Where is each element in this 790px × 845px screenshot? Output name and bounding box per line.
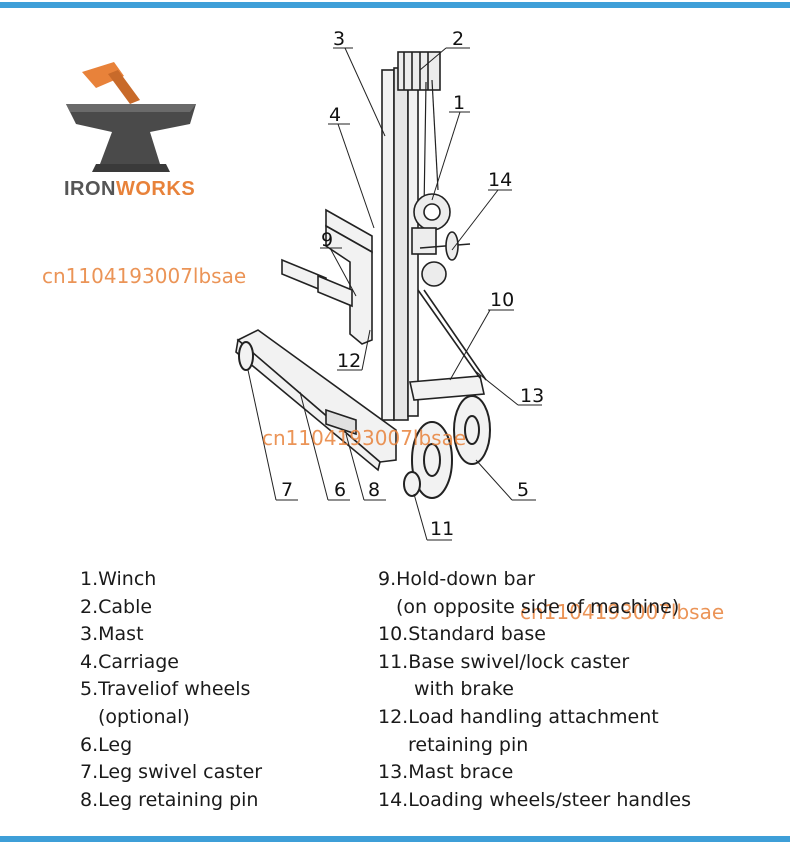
callout-14: 14 [488, 169, 512, 191]
callout-12: 12 [337, 350, 361, 372]
legend-item: 13.Mast brace [378, 761, 514, 784]
logo-text-iron: IRON [64, 178, 116, 200]
top-accent-bar [0, 2, 790, 8]
callout-13: 13 [520, 385, 544, 407]
ironworks-logo-icon [66, 62, 196, 172]
legend-item: 6.Leg [80, 733, 133, 756]
legend-item: 4.Carriage [80, 650, 179, 673]
callout-2: 2 [452, 28, 464, 50]
bottom-accent-bar [0, 836, 790, 842]
legend-item: 14.Loading wheels/steer handles [378, 788, 691, 811]
callout-3: 3 [333, 28, 345, 50]
logo-text-works: WORKS [116, 178, 196, 200]
legend-item: 11.Base swivel/lock caster [378, 650, 630, 673]
callout-7: 7 [281, 479, 293, 501]
legs [235, 329, 397, 472]
cable [423, 79, 439, 211]
wheels [238, 341, 491, 499]
legend-item: with brake [414, 678, 514, 701]
watermark: cn1104193007lbsae [520, 600, 725, 624]
legend-item: 12.Load handling attachment [378, 705, 659, 728]
callout-9: 9 [321, 229, 333, 251]
legend-item: (optional) [98, 705, 190, 728]
legend-item: 10.Standard base [378, 623, 546, 646]
winch [411, 193, 451, 255]
legend-right: 9.Hold-down bar (on opposite side of mac… [378, 566, 691, 814]
legend-item: 8.Leg retaining pin [80, 788, 259, 811]
legend-item: 2.Cable [80, 595, 153, 618]
callout-8: 8 [368, 479, 380, 501]
legend-left: 1.Winch 2.Cable 3.Mast 4.Carriage 5.Trav… [80, 566, 262, 814]
legend-item: 9.Hold-down bar [378, 568, 536, 590]
callout-4: 4 [329, 104, 341, 126]
callout-10: 10 [490, 289, 514, 311]
carriage [281, 208, 373, 345]
legend-item: 1.Winch [80, 568, 157, 590]
steer-handle [419, 231, 471, 287]
legend-item: (on opposite side of machine) [396, 595, 680, 618]
callout-11: 11 [430, 518, 454, 540]
legend-item: 3.Mast [80, 623, 144, 646]
legend-item: retaining pin [408, 733, 529, 756]
logo-wordmark: IRONWORKS [64, 178, 195, 201]
callout-5: 5 [517, 479, 529, 501]
leader-lines [247, 47, 542, 541]
base [409, 289, 487, 401]
watermark: cn1104193007lbsae [262, 426, 467, 450]
lift-diagram: 3 2 1 4 14 9 10 12 13 7 6 8 5 11 [66, 28, 544, 541]
legend-item: 7.Leg swivel caster [80, 761, 263, 784]
callout-6: 6 [334, 479, 346, 501]
legend-item: 5.Traveliof wheels [80, 678, 251, 701]
callout-1: 1 [453, 92, 465, 114]
watermark: cn1104193007lbsae [42, 264, 247, 288]
